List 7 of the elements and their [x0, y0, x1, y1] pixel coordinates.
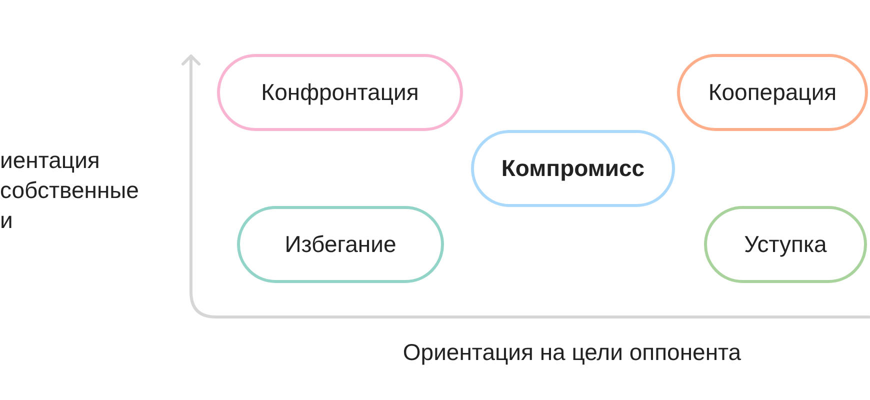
axis-label: Ориентация на цели оппонента	[402, 338, 742, 367]
conflict-style-pill: Конфронтация	[217, 54, 463, 131]
axis-label: иентация собственные и	[0, 146, 140, 235]
conflict-style-pill: Избегание	[237, 206, 444, 283]
conflict-style-pill: Кооперация	[677, 54, 868, 131]
conflict-style-pill: Уступка	[704, 206, 867, 283]
conflict-style-pill: Компромисс	[471, 130, 675, 207]
